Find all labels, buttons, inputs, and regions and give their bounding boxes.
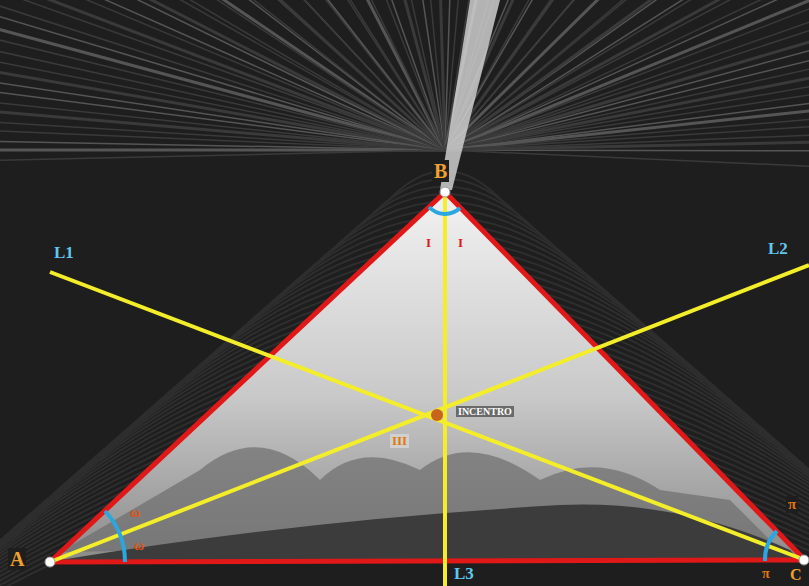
triangle-abc <box>50 192 805 562</box>
thatch-stroke <box>61 0 445 150</box>
vertex-label: B <box>432 160 449 182</box>
thatch-stroke <box>445 93 809 150</box>
vertex-dot <box>440 187 450 197</box>
thatch-stroke <box>240 0 445 150</box>
angle-label: π <box>786 496 798 513</box>
angle-label: I <box>456 236 465 250</box>
thatch-stroke <box>445 0 809 150</box>
thatch-stroke <box>445 0 809 150</box>
thatch-stroke <box>445 0 809 150</box>
thatch-stroke <box>366 0 445 150</box>
thatch-stroke <box>445 0 809 150</box>
thatch-stroke <box>445 3 809 150</box>
line-label: L2 <box>766 240 790 259</box>
thatch-stroke <box>445 0 809 150</box>
angle-label: ω <box>128 505 142 520</box>
line-label: L1 <box>52 244 76 263</box>
vertex-label: A <box>8 548 26 570</box>
thatch-stroke <box>0 150 445 171</box>
thatch-stroke <box>334 0 445 150</box>
angle-label: ω <box>132 538 146 553</box>
thatch-stroke <box>90 0 445 150</box>
vertex-dot <box>799 555 809 565</box>
angle-label: π <box>760 566 772 581</box>
thatch-stroke <box>445 0 809 150</box>
angle-arc-a <box>105 511 125 562</box>
thatch-stroke <box>271 0 445 150</box>
vertex-dot <box>45 557 55 567</box>
thatch-stroke <box>445 0 809 150</box>
thatch-stroke <box>445 55 809 150</box>
sky-opening <box>50 192 805 562</box>
angle-label: I <box>424 236 433 250</box>
angle-arc-b <box>429 207 460 214</box>
incenter-dot <box>431 409 443 421</box>
thatch-stroke <box>397 0 445 150</box>
bisector-l3 <box>443 192 447 586</box>
thatch-stroke <box>445 40 809 150</box>
line-label: L3 <box>452 565 476 584</box>
thatch-stroke <box>445 150 809 190</box>
vertex-label: C <box>788 566 804 584</box>
thatch-stroke <box>445 131 809 150</box>
angle-arc-c <box>765 531 777 561</box>
bisector-l2 <box>50 265 809 562</box>
point-label: INCENTRO <box>456 406 514 417</box>
thatch-stroke <box>303 0 445 150</box>
thatch-stroke <box>429 0 445 150</box>
thatch-stroke <box>445 0 809 150</box>
thatch-stroke <box>179 0 445 150</box>
marker-label: III <box>390 434 409 448</box>
